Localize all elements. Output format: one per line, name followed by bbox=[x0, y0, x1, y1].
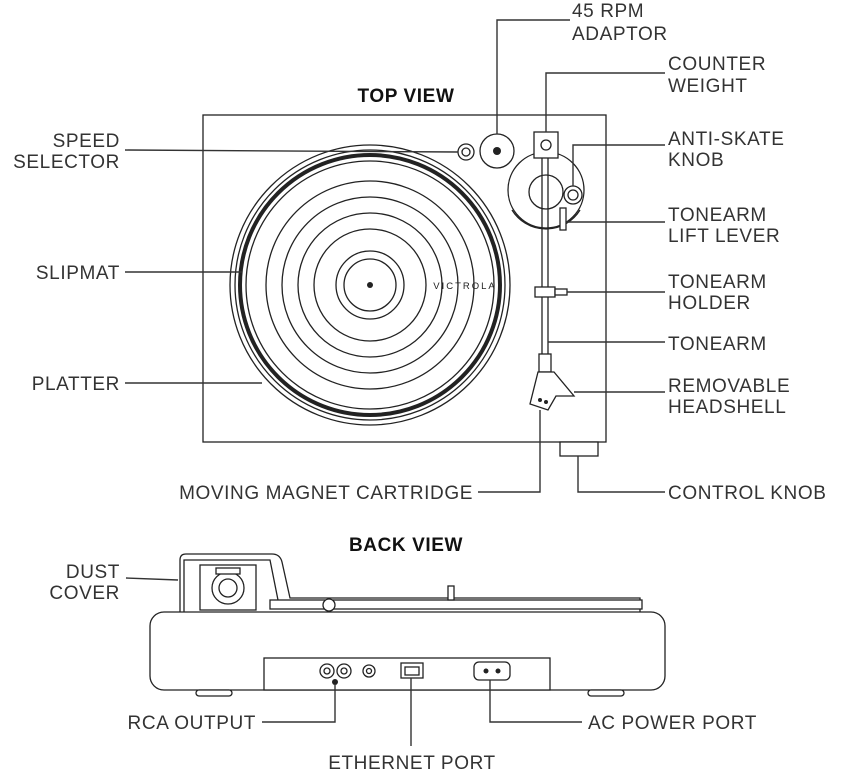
label-speed-selector-line1: SPEED bbox=[53, 131, 120, 152]
top-view-title: TOP VIEW bbox=[357, 86, 454, 107]
label-anti-skate-line2: KNOB bbox=[668, 150, 724, 171]
platter-outer bbox=[229, 144, 511, 426]
label-slipmat: SLIPMAT bbox=[36, 263, 120, 284]
back-platter-edge bbox=[269, 599, 643, 610]
speed-selector bbox=[457, 143, 475, 161]
brand-logo: VICTROLA bbox=[433, 281, 497, 292]
label-ethernet-port: ETHERNET PORT bbox=[328, 753, 496, 774]
rca-right bbox=[336, 663, 352, 679]
label-counter-weight-line2: WEIGHT bbox=[668, 76, 748, 97]
slipmat-ring bbox=[238, 153, 502, 417]
ground-screw bbox=[332, 679, 338, 685]
top-view-drawing: VICTROLA bbox=[202, 114, 607, 457]
back-view-title: BACK VIEW bbox=[349, 535, 463, 556]
back-view-drawing bbox=[149, 553, 666, 697]
rca-left bbox=[319, 663, 335, 679]
label-headshell-line1: REMOVABLE bbox=[668, 376, 790, 397]
ethernet-jack bbox=[400, 662, 424, 679]
label-cartridge: MOVING MAGNET CARTRIDGE bbox=[179, 483, 473, 504]
lift-lever bbox=[559, 207, 567, 231]
label-lift-lever-line1: TONEARM bbox=[668, 205, 767, 226]
headshell bbox=[529, 371, 576, 411]
label-ac-power-port: AC POWER PORT bbox=[588, 713, 757, 734]
label-counter-weight-line1: COUNTER bbox=[668, 54, 766, 75]
label-tonearm-holder-line2: HOLDER bbox=[668, 293, 751, 314]
anti-skate-knob bbox=[563, 185, 583, 205]
tonearm-rest bbox=[534, 286, 556, 298]
ac-socket bbox=[473, 661, 511, 681]
label-speed-selector-line2: SELECTOR bbox=[13, 152, 120, 173]
back-counterweight bbox=[211, 571, 245, 605]
counter-weight bbox=[533, 131, 559, 159]
label-control-knob: CONTROL KNOB bbox=[668, 483, 827, 504]
label-tonearm-holder-line1: TONEARM bbox=[668, 272, 767, 293]
plinth-top bbox=[202, 114, 607, 443]
label-45rpm-line1: 45 RPM bbox=[572, 1, 644, 22]
label-headshell-line2: HEADSHELL bbox=[668, 397, 786, 418]
label-dust-cover-line2: COVER bbox=[49, 583, 120, 604]
label-platter: PLATTER bbox=[32, 374, 120, 395]
label-lift-lever-line2: LIFT LEVER bbox=[668, 226, 780, 247]
label-45rpm-line2: ADAPTOR bbox=[572, 24, 668, 45]
top-view-callouts bbox=[124, 19, 665, 493]
control-knob bbox=[559, 441, 599, 457]
dust-cover bbox=[179, 553, 641, 612]
label-tonearm: TONEARM bbox=[668, 334, 767, 355]
back-view-callouts bbox=[125, 577, 582, 746]
label-rca-output: RCA OUTPUT bbox=[128, 713, 256, 734]
label-anti-skate-line1: ANTI-SKATE bbox=[668, 129, 785, 150]
label-dust-cover-line1: DUST bbox=[66, 562, 120, 583]
spindle bbox=[367, 282, 373, 288]
